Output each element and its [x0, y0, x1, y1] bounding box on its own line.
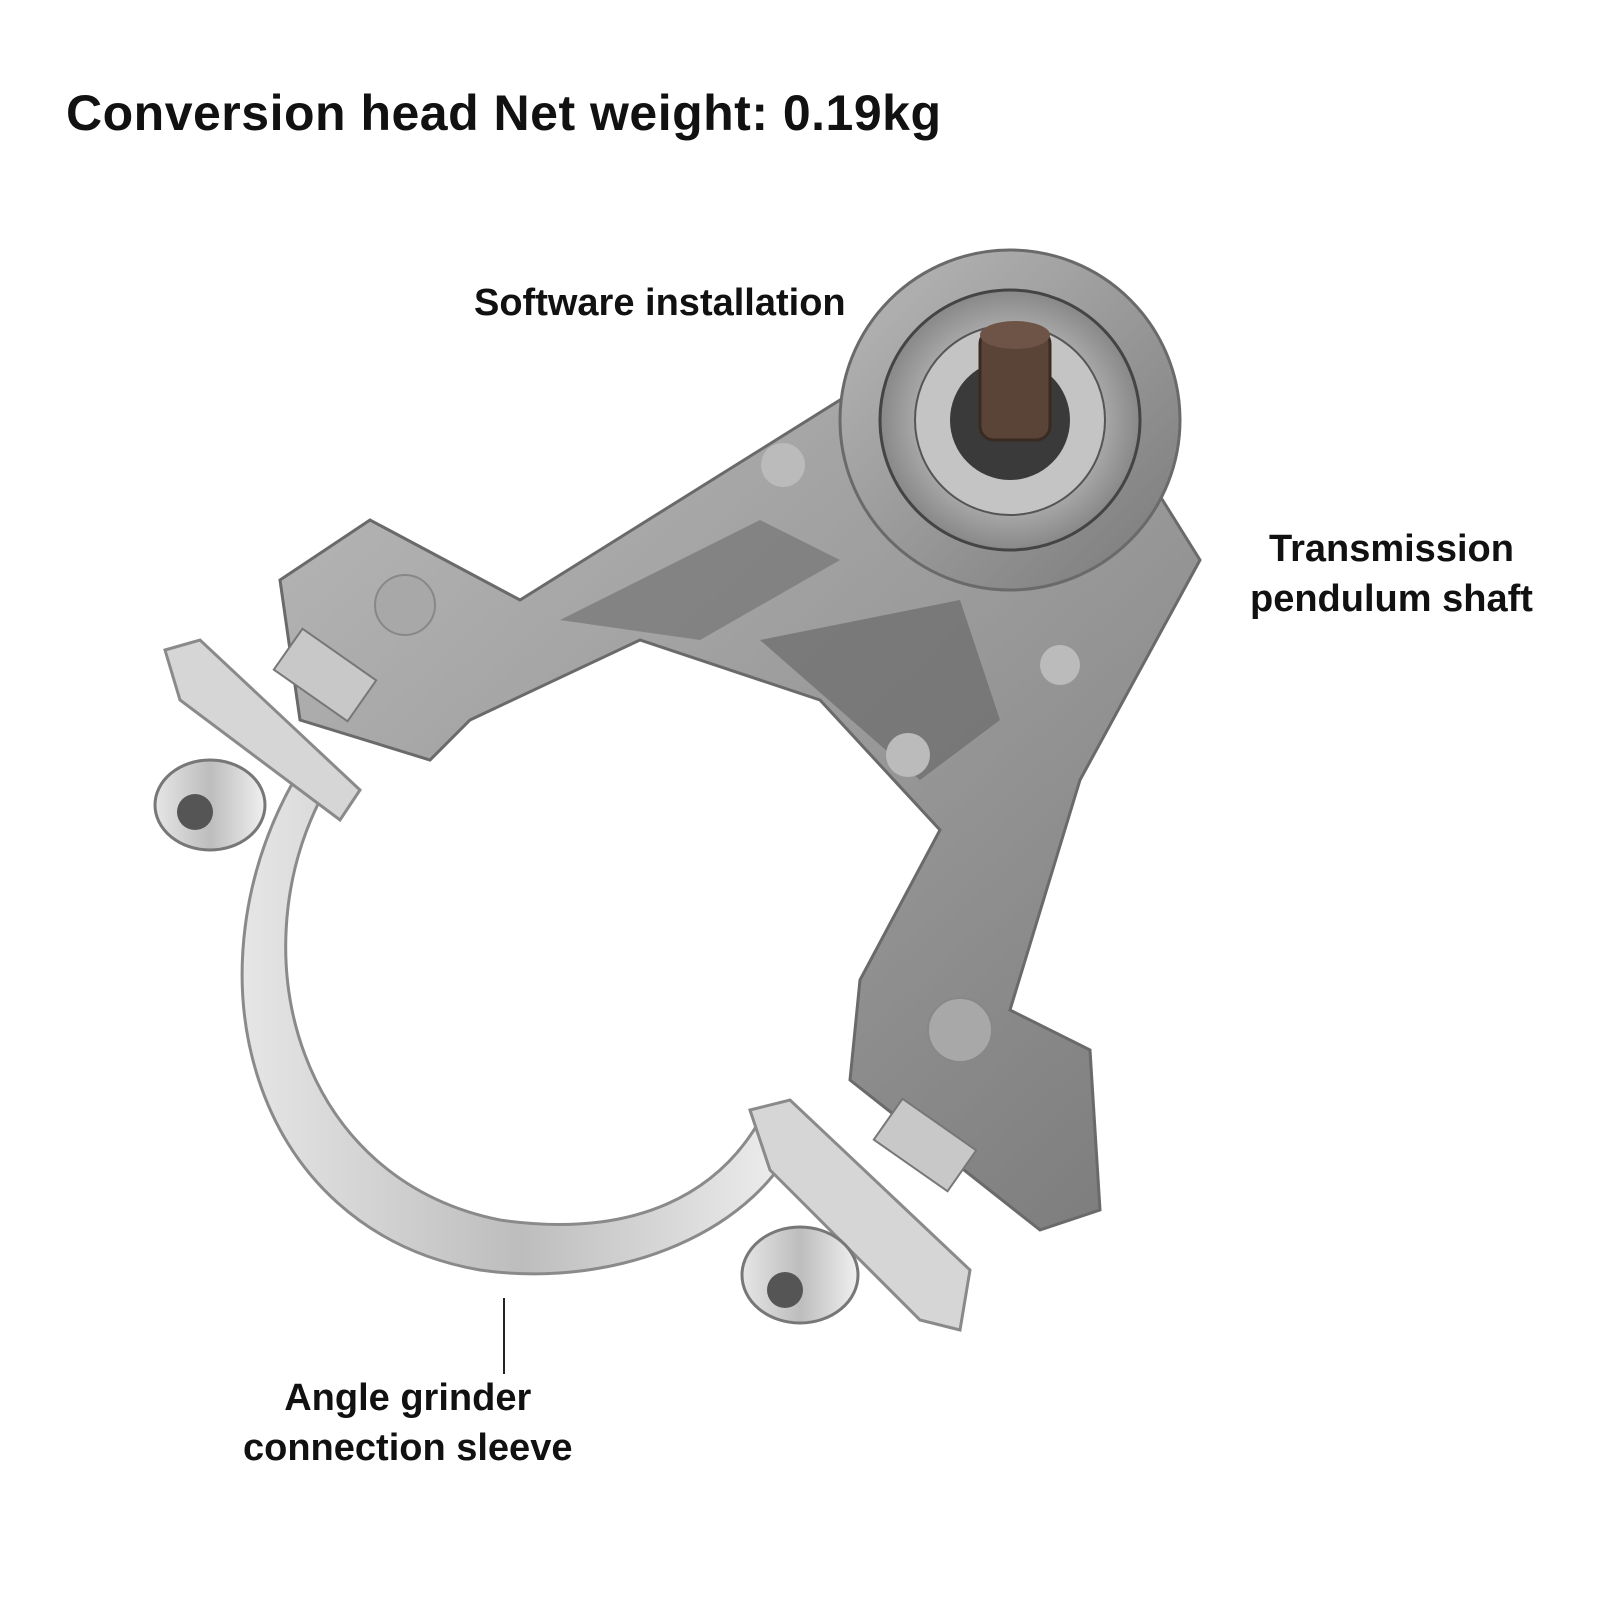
label-transmission-line1: Transmission: [1268, 528, 1514, 570]
label-transmission-line2: pendulum shaft: [1250, 578, 1533, 620]
leader-line: [503, 1298, 505, 1374]
page-title: Conversion head Net weight: 0.19kg: [66, 85, 942, 141]
label-angle-line1: Angle grinder: [284, 1377, 532, 1419]
label-angle-line2: connection sleeve: [243, 1427, 573, 1469]
label-angle-grinder-sleeve: Angle grinder connection sleeve: [243, 1373, 572, 1473]
bolt-left: [153, 627, 378, 852]
label-transmission-shaft: Transmission pendulum shaft: [1250, 524, 1533, 624]
label-software-installation: Software installation: [474, 282, 846, 324]
pendulum-shaft: [978, 321, 1052, 442]
cast-body: [278, 398, 1202, 1232]
clamp-sleeve: [163, 638, 972, 1332]
bolt-right: [740, 1097, 978, 1325]
